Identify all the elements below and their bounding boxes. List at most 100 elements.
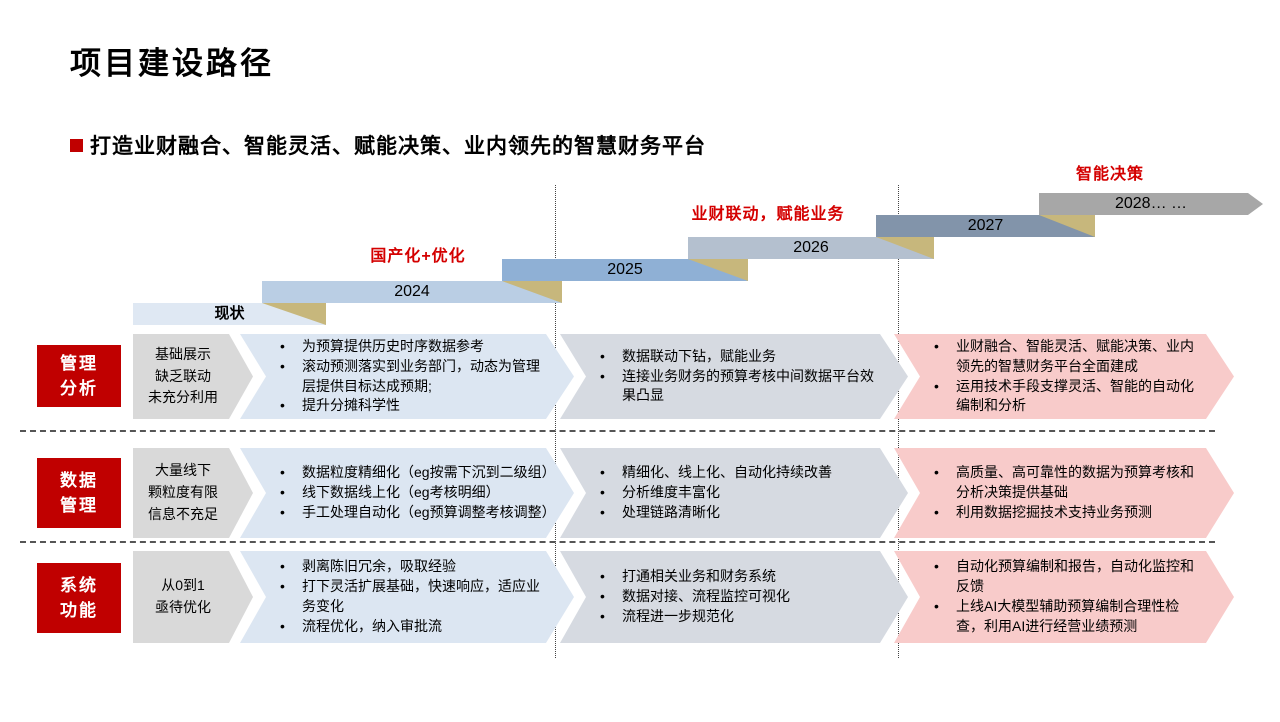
list-item: 大量线下 <box>155 462 211 479</box>
bullet-text: 处理链路清晰化 <box>622 503 720 520</box>
page-title: 项目建设路径 <box>70 46 274 81</box>
row2-stage2-chevron: 数据粒度精细化（eg按需下沉到二级组） 线下数据线上化（eg考核明细） 手工处理自动… <box>240 448 574 538</box>
list-item: 线下数据线上化（eg考核明细） <box>280 483 564 503</box>
row2-stage1-chevron: 大量线下颗粒度有限信息不充足 <box>133 448 253 538</box>
row2-stage3-chevron: 精细化、线上化、自动化持续改善分析维度丰富化处理链路清晰化 <box>560 448 908 538</box>
bullet-text: 上线AI大模型辅助预算编制合理性检查，利用AI进行经营业绩预测 <box>956 598 1180 634</box>
row-separator-1 <box>20 430 1215 432</box>
bullet-text: 精细化、线上化、自动化持续改善 <box>622 464 832 481</box>
list-item: 管理 <box>60 353 98 373</box>
list-item: 缺乏联动 <box>155 367 211 384</box>
list-item: 系统 <box>60 575 98 595</box>
bullet-text: 自动化预算编制和报告，自动化监控和反馈 <box>956 558 1194 595</box>
timeline-bar-2026: 2026 <box>688 237 934 259</box>
list-item: 数据 <box>60 470 98 490</box>
bullet-square-icon <box>70 138 83 152</box>
row3-stage2-bullets: 剥离陈旧冗余，吸取经验打下灵活扩展基础，快速响应，适应业务变化流程优化，纳入审批… <box>240 555 574 639</box>
row1-stage4-chevron: 业财融合、智能灵活、赋能决策、业内领先的智慧财务平台全面建成运用技术手段支撑灵活… <box>894 334 1234 419</box>
bullet-text: 业财融合、智能灵活、赋能决策、业内领先的智慧财务平台全面建成 <box>956 337 1194 374</box>
row1-stage1-chevron: 基础展示缺乏联动未充分利用 <box>133 334 253 419</box>
bullet-text: 运用技术手段支撑灵活、智能的自动化编制和分析 <box>956 377 1194 414</box>
list-item: 功能 <box>60 601 98 620</box>
list-item: 分析 <box>60 379 98 398</box>
list-item: 为预算提供历史时序数据参考 <box>280 337 540 357</box>
bullet-text: 为预算提供历史时序数据参考 <box>302 337 484 354</box>
list-item: 精细化、线上化、自动化持续改善 <box>600 463 874 483</box>
row2-stage2-bullets: 数据粒度精细化（eg按需下沉到二级组） 线下数据线上化（eg考核明细） 手工处理自动… <box>240 461 574 525</box>
list-item: 信息不充足 <box>148 505 218 522</box>
timeline-bar-2027: 2027 <box>876 215 1095 237</box>
timeline-bar-2028: 2028… … <box>1039 193 1263 215</box>
bullet-text: 数据对接、流程监控可视化 <box>622 588 790 605</box>
list-item: 未充分利用 <box>148 389 218 406</box>
category-box-data-management: 数据管理 <box>37 458 121 528</box>
category-box-system-function: 系统功能 <box>37 563 121 633</box>
list-item: 剥离陈旧冗余，吸取经验 <box>280 557 540 577</box>
list-item: 利用数据挖掘技术支持业务预测 <box>934 503 1200 523</box>
row2-stage1-text: 大量线下颗粒度有限信息不充足 <box>133 460 253 525</box>
bullet-text: 提升分摊科学性 <box>302 397 400 414</box>
row1-stage3-bullets: 数据联动下钻，赋能业务连接业务财务的预算考核中间数据平台效果凸显 <box>560 345 908 409</box>
bullet-text: 剥离陈旧冗余，吸取经验 <box>302 558 456 575</box>
bullet-text: 滚动预测落实到业务部门，动态为管理层提供目标达成预期; <box>302 357 540 394</box>
row3-stage1-chevron: 从0到1 亟待优化 <box>133 551 253 643</box>
list-item: 处理链路清晰化 <box>600 503 874 523</box>
row3-stage4-bullets: 自动化预算编制和报告，自动化监控和反馈上线AI大模型辅助预算编制合理性检查，利用… <box>894 555 1234 639</box>
list-item: 手工处理自动化（eg预算调整考核调整） <box>280 503 564 523</box>
bullet-text: 数据粒度精细化（eg按需下沉到二级组） <box>302 464 556 481</box>
row2-stage3-bullets: 精细化、线上化、自动化持续改善分析维度丰富化处理链路清晰化 <box>560 461 908 525</box>
bullet-text: 打下灵活扩展基础，快速响应，适应业务变化 <box>302 578 540 614</box>
row3-stage3-chevron: 打通相关业务和财务系统数据对接、流程监控可视化流程进一步规范化 <box>560 551 908 643</box>
list-item: 基础展示 <box>155 345 211 362</box>
page-subtitle: 打造业财融合、智能灵活、赋能决策、业内领先的智慧财务平台 <box>90 135 706 158</box>
list-item: 流程优化，纳入审批流 <box>280 617 540 637</box>
row2-stage4-bullets: 高质量、高可靠性的数据为预算考核和分析决策提供基础利用数据挖掘技术支持业务预测 <box>894 461 1234 525</box>
list-item: 数据联动下钻，赋能业务 <box>600 347 874 367</box>
timeline-bar-now: 现状 <box>133 303 326 325</box>
list-item: 自动化预算编制和报告，自动化监控和反馈 <box>934 557 1200 597</box>
phase-divider-line-2 <box>898 185 899 658</box>
bullet-text: 线下数据线上化（eg考核明细） <box>302 484 500 501</box>
subtitle-row: 打造业财融合、智能灵活、赋能决策、业内领先的智慧财务平台 <box>70 130 706 160</box>
list-item: 打通相关业务和财务系统 <box>600 567 874 587</box>
bullet-text: 连接业务财务的预算考核中间数据平台效果凸显 <box>622 367 874 404</box>
list-item: 管理 <box>60 496 98 515</box>
row3-stage4-chevron: 自动化预算编制和报告，自动化监控和反馈上线AI大模型辅助预算编制合理性检查，利用… <box>894 551 1234 643</box>
bullet-text: 高质量、高可靠性的数据为预算考核和分析决策提供基础 <box>956 464 1194 501</box>
row1-stage3-chevron: 数据联动下钻，赋能业务连接业务财务的预算考核中间数据平台效果凸显 <box>560 334 908 419</box>
list-item: 运用技术手段支撑灵活、智能的自动化编制和分析 <box>934 377 1200 417</box>
list-item: 颗粒度有限 <box>148 484 218 501</box>
bullet-text: 打通相关业务和财务系统 <box>622 568 776 585</box>
phase-label-2028: 智能决策 <box>1075 166 1144 183</box>
bullet-text: 数据联动下钻，赋能业务 <box>622 347 776 364</box>
list-item: 上线AI大模型辅助预算编制合理性检查，利用AI进行经营业绩预测 <box>934 597 1200 637</box>
list-item: 业财融合、智能灵活、赋能决策、业内领先的智慧财务平台全面建成 <box>934 337 1200 377</box>
row3-stage2-chevron: 剥离陈旧冗余，吸取经验打下灵活扩展基础，快速响应，适应业务变化流程优化，纳入审批… <box>240 551 574 643</box>
list-item: 数据粒度精细化（eg按需下沉到二级组） <box>280 463 564 483</box>
bullet-text: 分析维度丰富化 <box>622 484 720 501</box>
category-box-management-analysis: 管理分析 <box>37 345 121 407</box>
list-item: 连接业务财务的预算考核中间数据平台效果凸显 <box>600 367 874 407</box>
list-item: 亟待优化 <box>155 599 211 615</box>
list-item: 从0到1 <box>161 577 205 594</box>
timeline-bar-2025: 2025 <box>502 259 748 281</box>
row1-stage1-text: 基础展示缺乏联动未充分利用 <box>133 344 253 409</box>
list-item: 流程进一步规范化 <box>600 607 874 627</box>
bullet-text: 流程优化，纳入审批流 <box>302 617 442 634</box>
row3-stage1-text: 从0到1 亟待优化 <box>133 575 253 618</box>
row1-stage2-chevron: 为预算提供历史时序数据参考滚动预测落实到业务部门，动态为管理层提供目标达成预期;… <box>240 334 574 419</box>
list-item: 数据对接、流程监控可视化 <box>600 587 874 607</box>
row2-stage4-chevron: 高质量、高可靠性的数据为预算考核和分析决策提供基础利用数据挖掘技术支持业务预测 <box>894 448 1234 538</box>
phase-divider-line-1 <box>555 185 556 658</box>
row-separator-2 <box>20 541 1215 543</box>
bullet-text: 利用数据挖掘技术支持业务预测 <box>956 503 1152 520</box>
list-item: 滚动预测落实到业务部门，动态为管理层提供目标达成预期; <box>280 357 540 397</box>
bullet-text: 手工处理自动化（eg预算调整考核调整） <box>302 503 556 520</box>
row1-stage2-bullets: 为预算提供历史时序数据参考滚动预测落实到业务部门，动态为管理层提供目标达成预期;… <box>240 335 574 419</box>
bullet-text: 流程进一步规范化 <box>622 607 734 624</box>
phase-label-2024: 国产化+优化 <box>370 248 466 265</box>
timeline-bar-2024: 2024 <box>262 281 562 303</box>
phase-label-2026: 业财联动，赋能业务 <box>691 206 845 223</box>
list-item: 提升分摊科学性 <box>280 396 540 416</box>
list-item: 打下灵活扩展基础，快速响应，适应业务变化 <box>280 577 540 617</box>
